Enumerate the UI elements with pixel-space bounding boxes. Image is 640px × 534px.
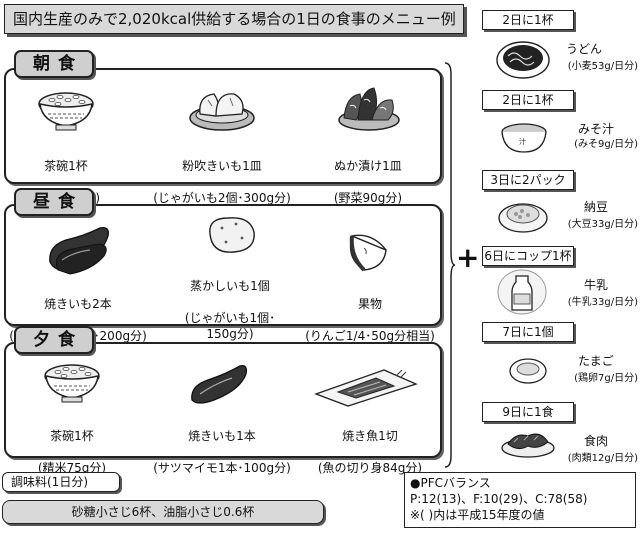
apple-slice-icon xyxy=(349,234,387,272)
item-name: 茶碗1杯 xyxy=(44,159,88,173)
frequency-badge-meat: 9日に1食 xyxy=(482,402,574,422)
seasoning-value: 砂糖小さじ6杯、油脂小さじ0.6杯 xyxy=(2,500,324,524)
lunch-item-2: 蒸かしいも1個 (じゃがいも1個･ 150g分) xyxy=(160,262,300,358)
steamed-potato-icon xyxy=(209,217,255,253)
side-item-detail-egg: (鶏卵7g/日分) xyxy=(574,373,638,384)
rice-bowl-icon xyxy=(44,364,100,403)
side-item-detail-natto: (大豆33g/日分) xyxy=(567,219,638,230)
dinner-item-3: 焼き魚1切 (魚の切り身84g分) xyxy=(304,412,436,492)
item-name: 粉吹きいも1皿 xyxy=(182,159,262,173)
side-item-name-egg: たまご xyxy=(578,354,614,368)
item-name: 焼き魚1切 xyxy=(342,429,398,443)
item-name: 果物 xyxy=(357,297,382,311)
breakfast-label: 朝食 xyxy=(14,50,94,78)
lunch-label: 昼食 xyxy=(14,188,94,216)
side-item-name-meat: 食肉 xyxy=(584,434,609,448)
side-item-name-udon: うどん xyxy=(566,42,603,56)
sweet-potato-icon xyxy=(191,365,248,404)
frequency-badge-miso: 2日に1杯 xyxy=(482,90,574,110)
item-detail: (魚の切り身84g分) xyxy=(317,461,423,475)
dinner-item-1: 茶碗1杯 (精米75g分) xyxy=(8,412,136,492)
item-name: 焼きいも2本 xyxy=(44,297,112,311)
dinner-label: 夕食 xyxy=(14,326,94,354)
side-item-detail-milk: (牛乳33g/日分) xyxy=(567,297,638,308)
frequency-badge-udon: 2日に1杯 xyxy=(482,10,574,30)
dinner-item-2: 焼きいも1本 (サツマイモ1本･100g分) xyxy=(142,412,302,492)
breakfast-item-3: ぬか漬け1皿 (野菜90g分) xyxy=(306,142,430,222)
sweet-potato-icon xyxy=(49,227,109,275)
page-title: 国内生産のみで2,020kcal供給する場合の1日の食事のメニュー例 xyxy=(4,4,464,34)
side-item-name-milk: 牛乳 xyxy=(584,278,609,292)
item-detail: (じゃがいも2個･300g分) xyxy=(153,191,291,205)
item-name: 蒸かしいも1個 xyxy=(190,279,270,293)
pfc-values: P:12(13)、F:10(29)、C:78(58) xyxy=(410,492,588,506)
frequency-badge-natto: 3日に2パック xyxy=(482,170,574,190)
lunch-item-3: 果物 (りんご1/4･50g分相当) xyxy=(300,280,440,360)
item-name: 焼きいも1本 xyxy=(188,429,256,443)
natto-pack-icon xyxy=(498,203,548,233)
pfc-heading: ●PFCバランス xyxy=(410,476,491,490)
pfc-balance-box: ●PFCバランス P:12(13)、F:10(29)、C:78(58) ※( )… xyxy=(404,472,636,528)
plus-sign: + xyxy=(456,241,480,274)
meat-dish-icon xyxy=(501,433,555,458)
seasoning-label: 調味料(1日分) xyxy=(2,472,120,492)
side-item-detail-miso: (みそ9g/日分) xyxy=(574,139,638,150)
grilled-fish-icon xyxy=(314,369,418,407)
pfc-note: ※( )内は平成15年度の値 xyxy=(410,508,545,522)
side-item-detail-meat: (肉類12g/日分) xyxy=(567,453,638,464)
frequency-badge-milk: 6日にコップ1杯 xyxy=(482,246,574,266)
pickles-icon xyxy=(338,87,400,131)
miso-soup-icon: 汁 xyxy=(501,123,547,153)
side-item-name-natto: 納豆 xyxy=(584,200,609,214)
item-detail: (じゃがいも1個･ 150g分) xyxy=(184,311,276,341)
milk-bottle-icon xyxy=(497,269,547,315)
right-brace xyxy=(444,62,456,468)
rice-bowl-icon xyxy=(38,92,94,131)
item-detail: (精米75g分) xyxy=(37,461,107,475)
item-detail: (りんご1/4･50g分相当) xyxy=(305,329,435,343)
breakfast-item-2: 粉吹きいも1皿 (じゃがいも2個･300g分) xyxy=(140,142,304,222)
egg-bowl-icon xyxy=(509,358,547,384)
side-item-detail-udon: (小麦53g/日分) xyxy=(567,61,638,72)
udon-bowl-icon xyxy=(496,41,550,79)
svg-text:汁: 汁 xyxy=(519,137,526,146)
item-detail: (野菜90g分) xyxy=(333,191,403,205)
item-name: ぬか漬け1皿 xyxy=(334,159,402,173)
side-item-name-miso: みそ汁 xyxy=(578,122,615,136)
item-detail: (サツマイモ1本･100g分) xyxy=(153,461,291,475)
frequency-badge-egg: 7日に1個 xyxy=(482,322,574,342)
item-name: 茶碗1杯 xyxy=(50,429,94,443)
potato-dish-icon xyxy=(189,93,255,131)
